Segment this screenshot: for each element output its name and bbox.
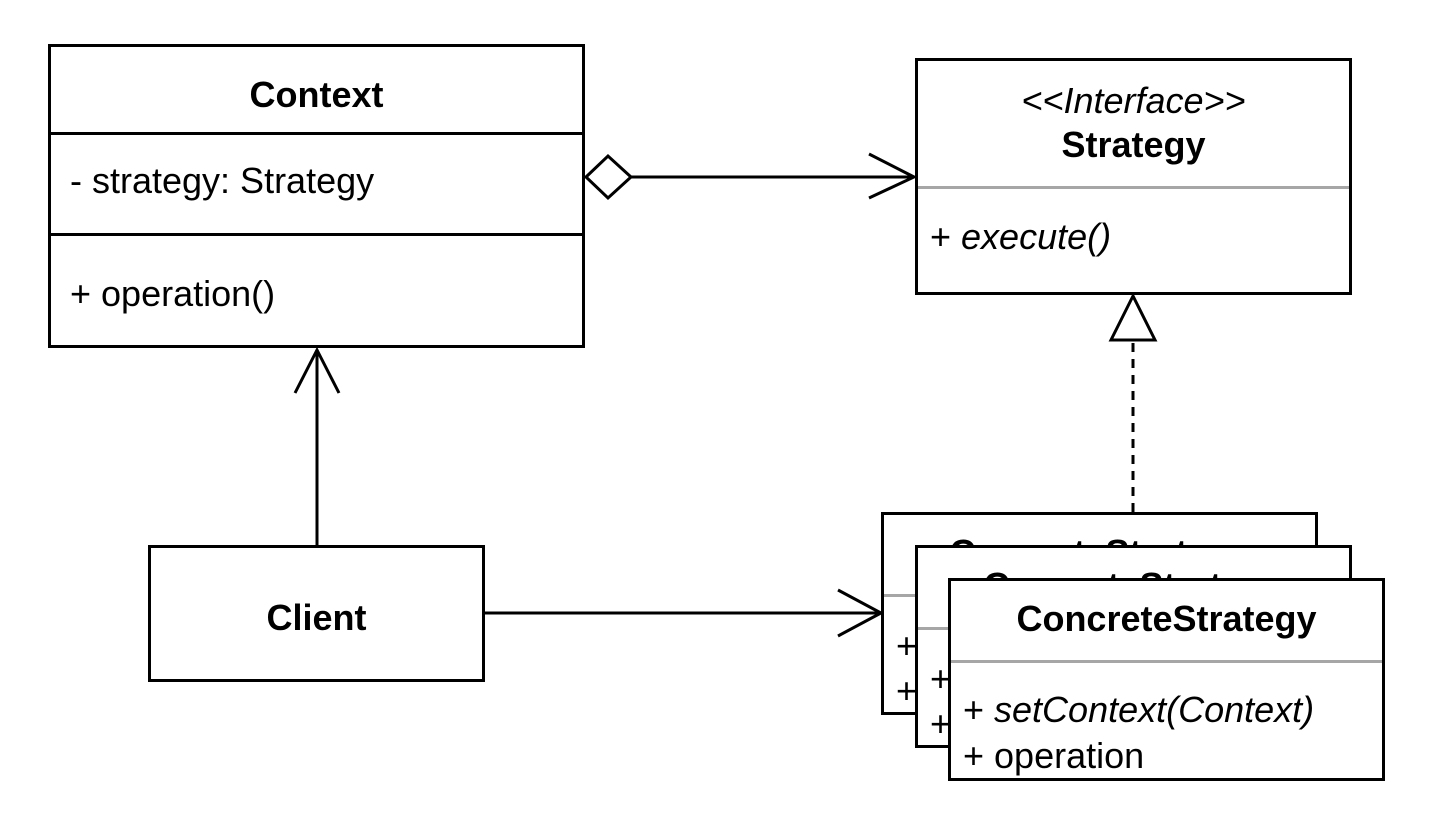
strategy-divider — [918, 186, 1349, 189]
client-class[interactable]: Client — [148, 545, 485, 682]
strategy-method-prefix: + — [930, 216, 962, 257]
context-class[interactable]: Context - strategy: Strategy + operation… — [48, 44, 585, 348]
concrete-strategy-name: ConcreteStrategy — [1016, 598, 1317, 639]
context-class-name: Context — [249, 74, 384, 115]
context-divider-1 — [51, 132, 582, 135]
context-attribute: - strategy: Strategy — [70, 160, 375, 201]
client-context-arrowhead — [293, 346, 341, 394]
concrete-strategy-method-prefix: + — [963, 689, 995, 730]
context-divider-2 — [51, 233, 582, 236]
concrete-strategy-method-name: setContext(Context) — [994, 689, 1315, 730]
aggregation-arrowhead — [868, 152, 918, 200]
realization-triangle — [1108, 292, 1158, 342]
concrete-strategy-method: + setContext(Context) — [963, 692, 1314, 728]
concrete-strategy-class[interactable]: ConcreteStrategy + setContext(Context) +… — [948, 578, 1385, 781]
aggregation-diamond — [583, 153, 634, 201]
concrete-strategy-middle-row-1: + — [930, 658, 952, 699]
concrete-strategy-middle-row-2: + — [930, 703, 952, 744]
strategy-name: Strategy — [1061, 124, 1206, 165]
concrete-strategy-operation: + operation — [963, 735, 1145, 776]
strategy-interface[interactable]: <<Interface>> Strategy + execute() — [915, 58, 1352, 295]
strategy-stereotype: <<Interface>> — [1021, 80, 1246, 121]
concrete-strategy-back-row-2: + — [896, 670, 918, 711]
concrete-strategy-back-row-1: + — [896, 625, 918, 666]
client-class-name: Client — [266, 597, 367, 638]
strategy-method: + execute() — [930, 219, 1111, 255]
concrete-strategy-divider — [951, 660, 1382, 663]
context-operation: + operation() — [70, 273, 276, 314]
strategy-method-name: execute() — [961, 216, 1112, 257]
